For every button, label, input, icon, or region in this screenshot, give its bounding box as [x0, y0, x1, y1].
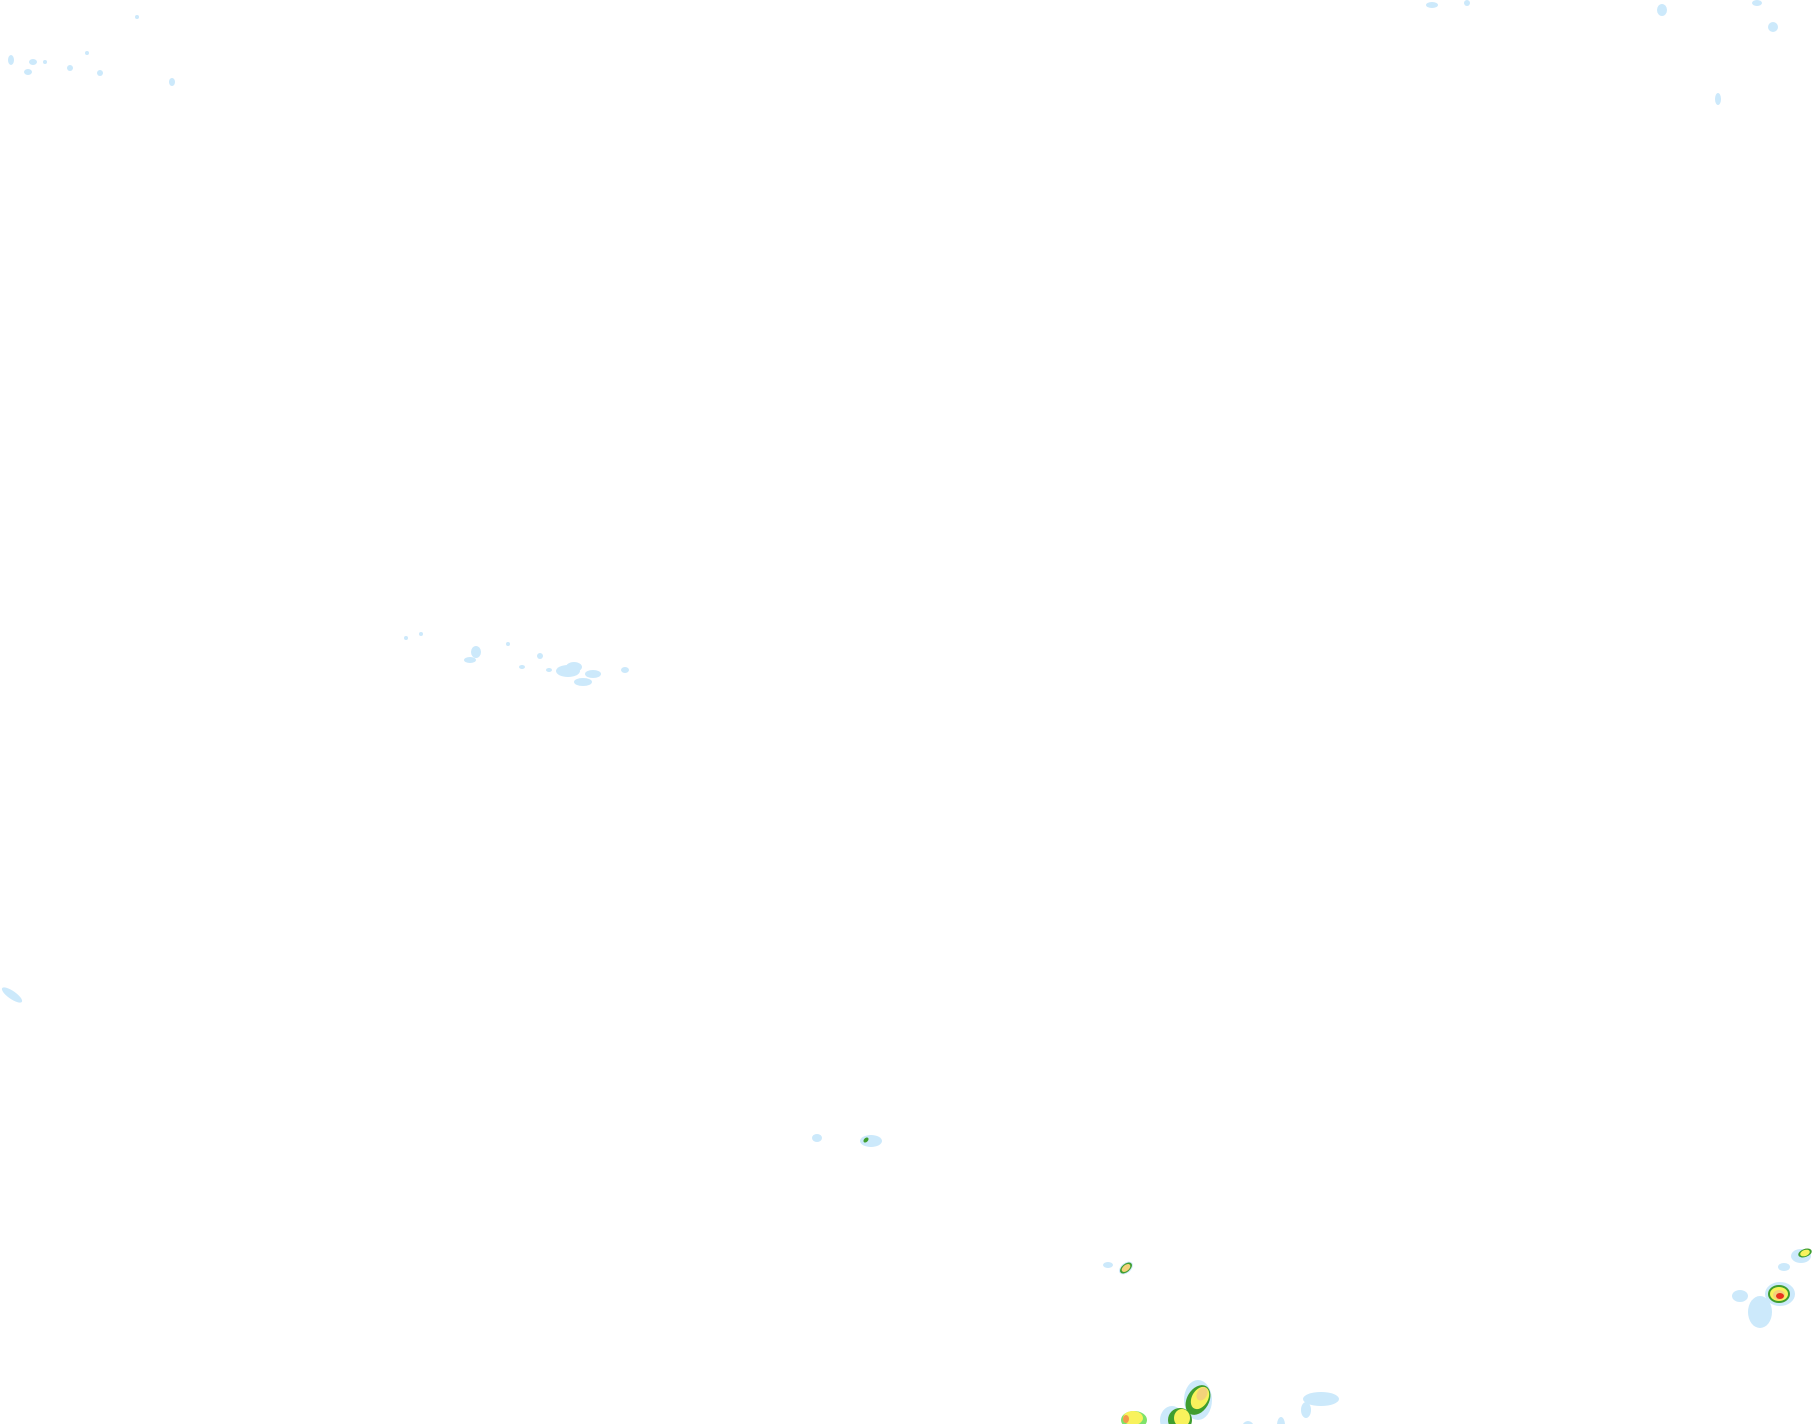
light-echo: [519, 665, 525, 669]
light-echo: [419, 632, 423, 636]
storm-cell: [1121, 1264, 1131, 1272]
light-echo: [471, 646, 481, 658]
light-echo: [1732, 1290, 1748, 1302]
light-echo: [1301, 1402, 1311, 1418]
light-echo: [860, 1135, 882, 1147]
storm-cell: [1123, 1415, 1129, 1423]
light-echo: [1243, 1421, 1253, 1424]
light-echo: [506, 642, 510, 646]
light-echo: [1464, 0, 1470, 6]
light-echo: [1657, 4, 1667, 16]
light-echo: [1778, 1263, 1790, 1271]
light-echo: [8, 55, 14, 65]
light-echo: [1768, 22, 1778, 32]
light-echo: [67, 65, 73, 71]
light-echo: [1277, 1417, 1285, 1424]
light-echo: [574, 678, 592, 686]
light-echo: [24, 69, 32, 75]
light-echo: [566, 662, 582, 672]
light-echo: [1103, 1262, 1113, 1268]
light-echo: [546, 668, 552, 672]
light-echo: [464, 657, 476, 663]
light-echo: [812, 1134, 822, 1142]
light-echo: [1, 987, 23, 1003]
storm-cell: [1800, 1249, 1810, 1257]
light-echo: [1715, 93, 1721, 105]
light-echo: [135, 15, 139, 19]
light-echo: [404, 636, 408, 640]
light-echo: [621, 667, 629, 673]
storm-cell: [1196, 1387, 1208, 1401]
light-echo: [97, 70, 103, 76]
light-echo: [1752, 0, 1762, 6]
light-echo: [585, 670, 601, 678]
light-echo: [537, 653, 543, 659]
light-echo: [169, 78, 175, 86]
storm-cell: [1174, 1409, 1190, 1424]
light-echo: [43, 60, 47, 64]
light-echo: [1426, 2, 1438, 8]
light-echo: [29, 59, 37, 65]
storm-cell: [863, 1137, 869, 1143]
light-echo: [1303, 1392, 1339, 1406]
storm-cell: [1776, 1293, 1784, 1299]
light-echo: [85, 51, 89, 55]
light-echo: [1748, 1296, 1772, 1328]
